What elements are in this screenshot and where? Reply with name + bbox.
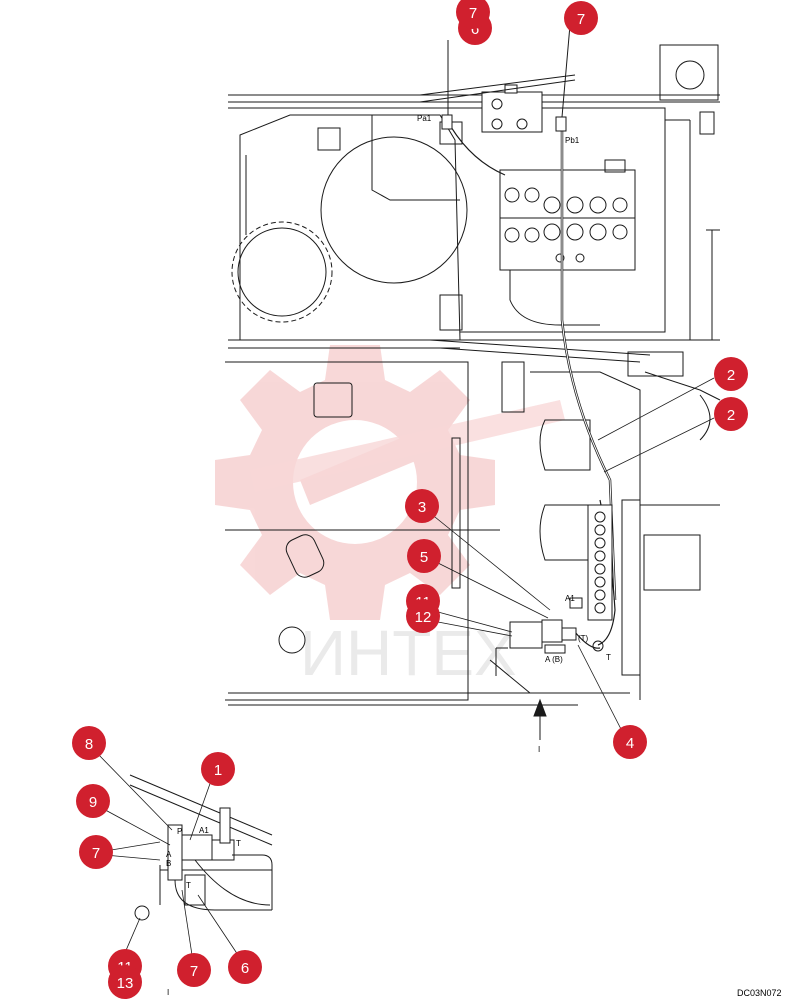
svg-text:8: 8 bbox=[85, 736, 93, 753]
svg-text:7: 7 bbox=[92, 845, 100, 862]
port-label-pb1: Pb1 bbox=[565, 136, 580, 145]
port-label-pa1: Pa1 bbox=[417, 114, 432, 123]
port-label-t-detail-low: T bbox=[186, 881, 191, 890]
section-mark: I bbox=[538, 745, 540, 754]
callout-c1: 1 bbox=[201, 752, 235, 786]
selector-valve-lower bbox=[509, 597, 604, 654]
drawing-code: DC03N072 bbox=[737, 988, 782, 998]
callout-c7a: 7 bbox=[456, 0, 490, 29]
callout-c7d: 7 bbox=[177, 953, 211, 987]
svg-text:6: 6 bbox=[241, 960, 249, 977]
port-label-a-detail: A bbox=[166, 850, 172, 859]
fittings-top bbox=[441, 24, 571, 132]
port-label-a1: A1 bbox=[565, 594, 575, 603]
port-label-b-detail: B bbox=[166, 859, 171, 868]
leader-lines bbox=[95, 377, 715, 956]
watermark: ИНТЕХ bbox=[215, 345, 565, 689]
callout-c6b: 6 bbox=[228, 950, 262, 984]
svg-text:2: 2 bbox=[727, 407, 735, 424]
port-label-a-b: A (B) bbox=[545, 655, 563, 664]
callout-c2b: 2 bbox=[714, 397, 748, 431]
svg-text:12: 12 bbox=[415, 609, 432, 626]
callout-c7b: 7 bbox=[564, 1, 598, 35]
callout-c3: 3 bbox=[405, 489, 439, 523]
solenoid-manifold bbox=[587, 504, 613, 621]
svg-text:2: 2 bbox=[727, 367, 735, 384]
svg-text:4: 4 bbox=[626, 735, 634, 752]
svg-text:5: 5 bbox=[420, 549, 428, 566]
callout-c2a: 2 bbox=[714, 357, 748, 391]
svg-text:13: 13 bbox=[117, 975, 134, 992]
callout-c9: 9 bbox=[76, 784, 110, 818]
port-label-p-detail: P bbox=[177, 827, 182, 836]
detail-view bbox=[129, 774, 273, 921]
callouts: 6 7 7 2 2 3 5 11 bbox=[72, 0, 748, 999]
section-arrow bbox=[533, 698, 547, 740]
detail-section-mark: I bbox=[167, 988, 169, 997]
svg-text:6: 6 bbox=[471, 21, 479, 38]
watermark-text: ИНТЕХ bbox=[300, 617, 517, 689]
main-frame-drawing bbox=[225, 44, 721, 706]
callout-c5: 5 bbox=[407, 539, 441, 573]
port-label-t-main: T bbox=[606, 653, 611, 662]
svg-text:7: 7 bbox=[577, 11, 585, 28]
port-labels: Pa1 Pb1 A1 (T) A (B) T P A1 T A B T bbox=[166, 114, 611, 890]
svg-text:3: 3 bbox=[418, 499, 426, 516]
svg-text:7: 7 bbox=[469, 5, 477, 22]
callout-c7c: 7 bbox=[79, 835, 113, 869]
svg-text:7: 7 bbox=[190, 963, 198, 980]
svg-text:9: 9 bbox=[89, 794, 97, 811]
port-label-a1-detail: A1 bbox=[199, 826, 209, 835]
port-label-t-bracket: (T) bbox=[578, 634, 589, 643]
pilot-valve-top bbox=[419, 74, 576, 133]
callout-c13: 13 bbox=[108, 965, 142, 999]
callout-c8: 8 bbox=[72, 726, 106, 760]
hoses bbox=[447, 121, 617, 649]
port-label-t-detail-right: T bbox=[236, 839, 241, 848]
callout-c12: 12 bbox=[406, 599, 440, 633]
control-valve-block bbox=[499, 159, 636, 271]
svg-text:1: 1 bbox=[214, 762, 222, 779]
callout-c4: 4 bbox=[613, 725, 647, 759]
